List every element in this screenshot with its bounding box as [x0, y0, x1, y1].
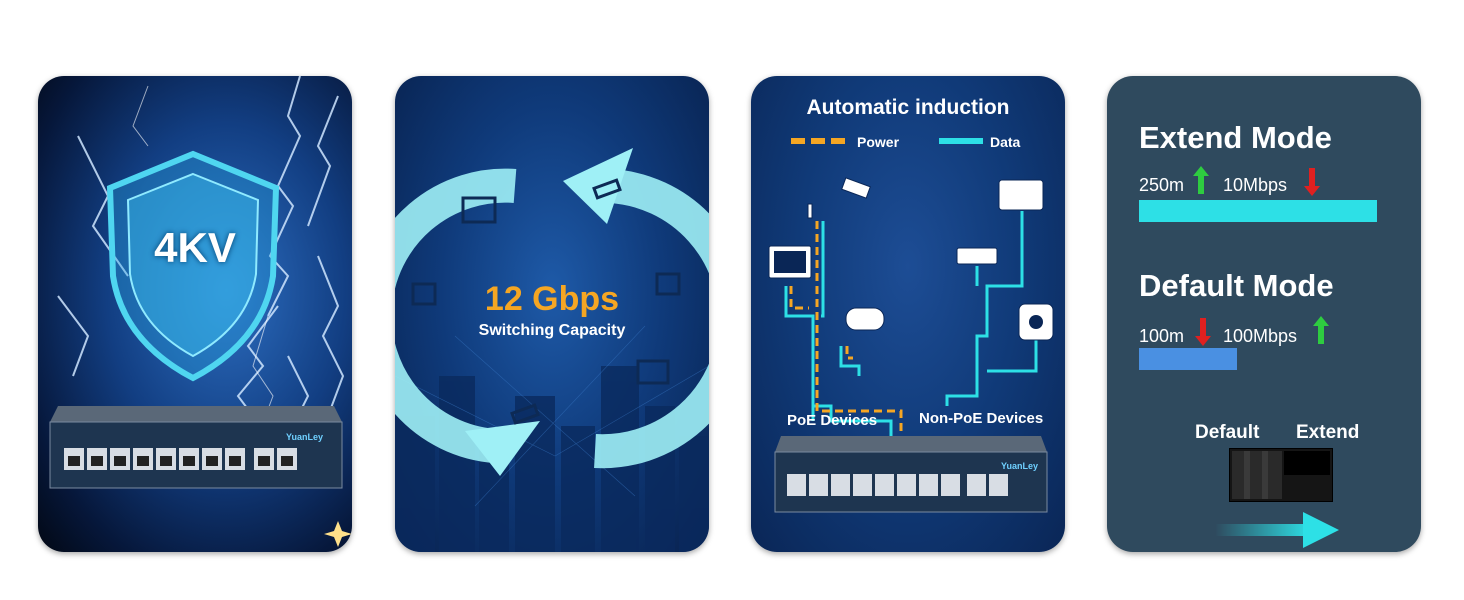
camera-icon [841, 177, 871, 199]
non-poe-devices-label: Non-PoE Devices [919, 410, 1044, 427]
lightning-bolts [57, 76, 345, 467]
mode-comparison-card: Extend Mode 250m 10Mbps Default Mode 100… [1107, 76, 1421, 552]
surge-protection-card: 4KV YuanLey [38, 76, 352, 552]
default-mode-title: Default Mode [1139, 268, 1334, 303]
speed-value: 12 Gbps [484, 280, 620, 318]
switching-capacity-card: 12 Gbps Switching Capacity [395, 76, 709, 552]
surge-illustration [49, 76, 352, 547]
arrow-right-icon [1215, 512, 1339, 548]
extend-mode-title: Extend Mode [1139, 120, 1332, 155]
printer-icon [655, 272, 681, 296]
arrow-up-icon [1313, 316, 1329, 344]
switch-brand-label: YuanLey [286, 432, 324, 442]
gamepad-icon [845, 307, 885, 331]
arrow-down-icon [1195, 318, 1211, 346]
cycle-arrow-left [395, 168, 517, 463]
city-skyline [395, 366, 709, 552]
poe-devices-label: PoE Devices [787, 412, 878, 429]
legend-power-label: Power [857, 134, 900, 150]
mode-dip-switch[interactable] [1229, 448, 1333, 502]
printer-icon [998, 179, 1044, 211]
monitor-icon [636, 359, 670, 385]
monitor-icon [461, 196, 497, 224]
router-icon [956, 247, 998, 265]
default-distance: 100m [1139, 326, 1185, 346]
default-speed: 100Mbps [1223, 326, 1298, 346]
shield-text: 4KV [154, 224, 236, 271]
dip-switch-slot [1232, 451, 1282, 499]
camera-icon [510, 403, 540, 425]
network-switch-image [49, 406, 343, 489]
switch-brand-label: YuanLey [1001, 461, 1039, 471]
camera-icon [592, 178, 622, 200]
extend-range-bar [1139, 200, 1377, 222]
camera-mount [807, 203, 813, 219]
switch-label-extend: Extend [1296, 422, 1360, 443]
cycle-arrow-right [594, 169, 709, 469]
default-range-bar [1139, 348, 1237, 370]
default-range-track [1139, 348, 1377, 370]
arrow-up-icon [1193, 166, 1209, 194]
automatic-induction-card: Automatic induction Power Data PoE Devic… [751, 76, 1065, 552]
capacity-illustration [395, 148, 709, 552]
induction-diagram [768, 138, 1054, 513]
extend-speed: 10Mbps [1223, 175, 1288, 195]
network-switch-image [774, 436, 1048, 513]
extend-range-track [1139, 200, 1377, 222]
dip-switch-knob [1284, 451, 1330, 475]
legend-data-label: Data [990, 134, 1021, 150]
extend-distance: 250m [1139, 175, 1185, 195]
capacity-caption: Switching Capacity [478, 322, 626, 339]
induction-title: Automatic induction [806, 96, 1010, 119]
legend-power-swatch [791, 138, 845, 144]
legend-data-swatch [939, 138, 983, 144]
printer-icon [411, 282, 437, 306]
arrow-down-icon [1304, 168, 1320, 196]
switch-label-default: Default [1195, 422, 1260, 443]
